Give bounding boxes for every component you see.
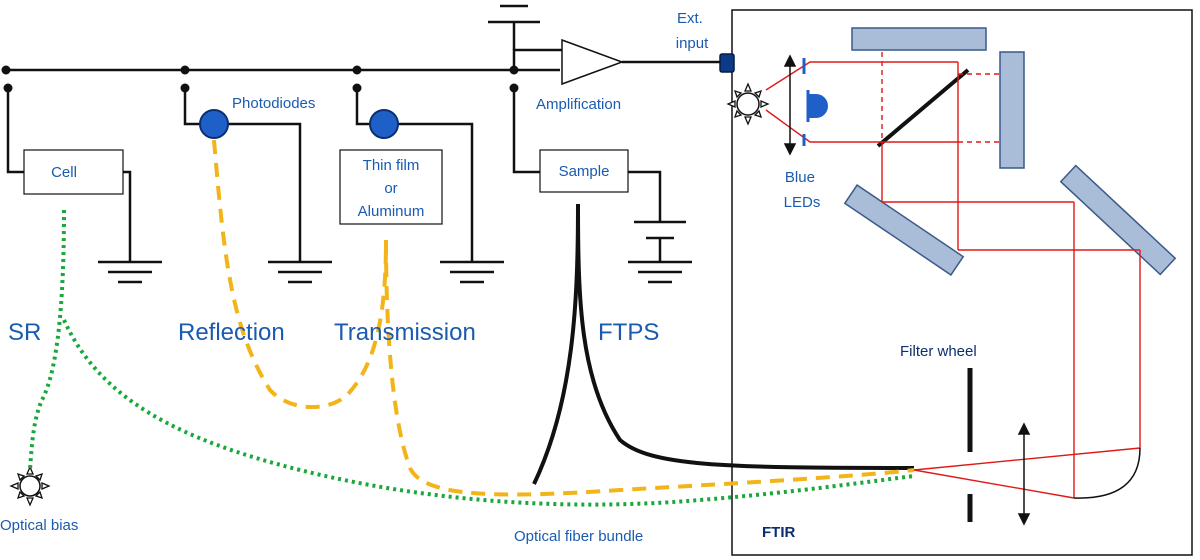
battery-symbol-icon <box>634 220 686 262</box>
ext-input-label-line2: input <box>676 35 709 52</box>
main-bus-wiring <box>6 22 722 262</box>
right-tilted-mirror <box>1059 164 1177 276</box>
ftir-enclosure <box>731 9 1193 556</box>
right-mirror <box>999 51 1025 169</box>
blue-leds-label: Blue LEDs <box>784 169 821 211</box>
filter-wheel-label: Filter wheel <box>900 343 977 360</box>
ftir-label: FTIR <box>762 524 795 541</box>
lens-adjust-arrow <box>1017 422 1031 526</box>
thin-film-box <box>339 149 443 225</box>
sun-light-icon <box>9 465 51 507</box>
battery-symbol-icon <box>488 4 540 24</box>
ground-symbol-icon <box>628 260 692 284</box>
photodiode-circle-icon <box>369 109 399 139</box>
reflection-label: Reflection <box>178 319 285 346</box>
top-mirror <box>851 27 987 51</box>
ground-symbol-icon <box>98 260 162 284</box>
thin-film-label-line1: Thin film <box>363 157 420 174</box>
focusing-mirror-arc <box>1073 447 1141 499</box>
ext-input-label-line1: Ext. <box>677 10 703 27</box>
thin-film-label-line2: or <box>384 180 397 197</box>
ftps-fiber-branch <box>532 203 580 485</box>
ground-symbol-icon <box>268 260 332 284</box>
photodiodes-label: Photodiodes <box>232 95 315 112</box>
amplifier-triangle-icon <box>561 38 625 86</box>
ftps-fiber <box>576 203 915 470</box>
sr-fiber <box>28 209 66 471</box>
ftir-beam-dashed <box>881 52 1000 143</box>
reflection-fiber <box>212 139 388 409</box>
optical-fiber-bundle-label: Optical fiber bundle <box>514 528 643 545</box>
blue-leds-label-line2: LEDs <box>784 194 821 211</box>
sample-label: Sample <box>559 163 610 180</box>
sr-main-fiber <box>62 319 915 507</box>
transmission-label: Transmission <box>334 319 476 346</box>
thin-film-label-line3: Aluminum <box>358 203 425 220</box>
left-tilted-mirror <box>843 184 965 276</box>
ext-input-connector <box>719 53 735 73</box>
photodiode-circle-icon <box>199 109 229 139</box>
ground-symbol-icon <box>440 260 504 284</box>
amplification-label: Amplification <box>536 96 621 113</box>
sun-light-icon <box>726 82 770 126</box>
cell-box <box>23 149 124 195</box>
sample-box <box>539 149 629 193</box>
junction-dots <box>1 65 519 93</box>
beamsplitter <box>876 68 970 148</box>
ftps-label: FTPS <box>598 319 659 346</box>
blue-led-arrow <box>783 54 797 156</box>
blue-led-icon <box>802 58 828 146</box>
optical-bias-label: Optical bias <box>0 517 78 534</box>
blue-leds-label-line1: Blue <box>785 169 815 186</box>
ext-input-label: Ext. input <box>676 10 709 52</box>
cell-label: Cell <box>51 164 77 181</box>
sr-label: SR <box>8 319 41 346</box>
ftir-beam-paths <box>765 61 1141 499</box>
